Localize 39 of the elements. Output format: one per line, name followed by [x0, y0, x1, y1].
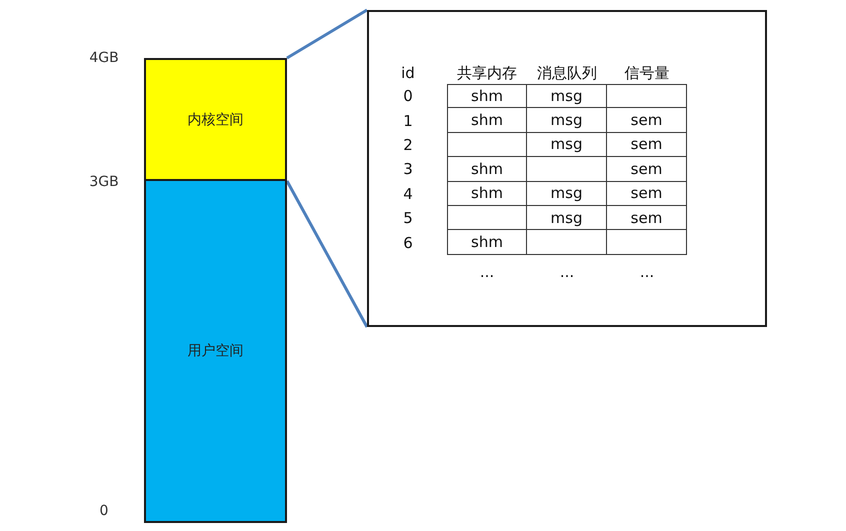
column-header: 信号量: [624, 64, 670, 82]
zoom-line: [286, 180, 368, 328]
table-cell: sem: [607, 132, 687, 158]
table-cell: shm: [447, 230, 527, 255]
table-cell: shm: [447, 84, 527, 108]
table-cell: sem: [607, 157, 687, 182]
row-number: 6: [403, 234, 413, 252]
table-cell: sem: [607, 182, 687, 206]
table-cell: shm: [447, 108, 527, 133]
row-number: 3: [403, 160, 413, 178]
row-number: 2: [403, 136, 413, 154]
column-header: 消息队列: [537, 64, 597, 82]
row-number: 5: [403, 209, 413, 228]
table-cell: msg: [527, 206, 607, 230]
axis-label: 3GB: [89, 174, 119, 190]
table-cell: msg: [527, 132, 607, 158]
table-cell: sem: [607, 108, 687, 133]
table-cell: sem: [607, 206, 687, 230]
ellipsis-text: ...: [560, 262, 574, 281]
memory-region: [144, 58, 287, 181]
row-number: 0: [403, 87, 413, 106]
zoom-line: [286, 8, 368, 60]
column-header: id: [401, 64, 415, 82]
table-cell: shm: [447, 157, 527, 182]
detail-panel: [367, 10, 767, 327]
axis-label: 0: [100, 503, 108, 519]
column-header: 共享内存: [457, 64, 517, 82]
table-cell: shm: [447, 182, 527, 206]
table-cell: msg: [527, 108, 607, 133]
region-label: 内核空间: [188, 110, 244, 128]
ellipsis-text: ...: [640, 262, 654, 281]
ellipsis-text: ...: [480, 262, 494, 281]
memory-region: [144, 181, 287, 523]
axis-label: 4GB: [89, 50, 119, 66]
row-number: 4: [403, 184, 413, 203]
row-number: 1: [403, 112, 413, 130]
region-label: 用户空间: [188, 342, 244, 360]
table-cell: msg: [527, 182, 607, 206]
table-cell: msg: [527, 84, 607, 108]
